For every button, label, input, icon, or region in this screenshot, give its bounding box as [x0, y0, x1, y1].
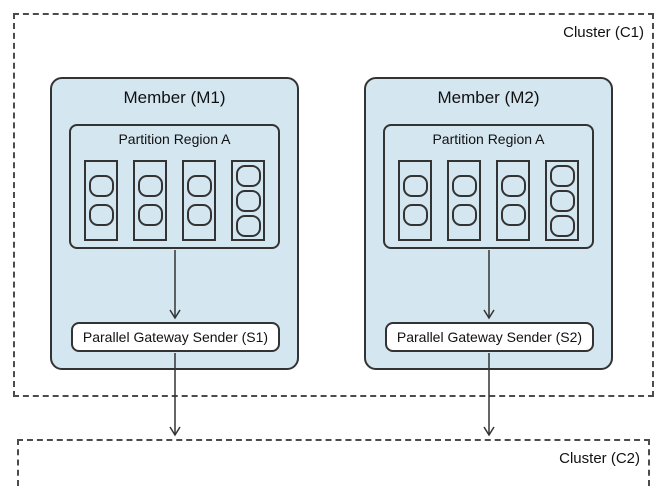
cluster-c1-box: Cluster (C1) Member (M1) Partition Regio…	[13, 13, 654, 397]
bucket-entry	[549, 214, 575, 237]
partition-region-a-m2-box: Partition Region A	[383, 124, 594, 249]
bucket	[398, 160, 432, 241]
bucket	[496, 160, 530, 241]
member-m1-box: Member (M1) Partition Region A Parallel …	[50, 77, 299, 370]
gateway-sender-s1-label: Parallel Gateway Sender (S1)	[82, 329, 269, 345]
partition-region-a-m1-box: Partition Region A	[69, 124, 280, 249]
bucket	[447, 160, 481, 241]
bucket-entry	[137, 204, 163, 226]
member-m2-box: Member (M2) Partition Region A Parallel …	[364, 77, 613, 370]
partition-region-a-m2-label: Partition Region A	[432, 131, 545, 147]
bucket-entry	[235, 189, 261, 212]
bucket-entry	[451, 204, 477, 226]
arrowhead-down-icon	[169, 426, 181, 437]
bucket-entry	[549, 189, 575, 212]
partition-region-a-m1-label: Partition Region A	[118, 131, 231, 147]
bucket-entry	[451, 175, 477, 197]
bucket-entry	[186, 204, 212, 226]
bucket	[84, 160, 118, 241]
arrowhead-down-icon	[483, 426, 495, 437]
bucket-entry	[88, 175, 114, 197]
bucket-entry	[500, 204, 526, 226]
member-m2-label: Member (M2)	[437, 88, 540, 107]
member-m1-label: Member (M1)	[123, 88, 226, 107]
gateway-sender-s2-label: Parallel Gateway Sender (S2)	[396, 329, 583, 345]
bucket-entry	[186, 175, 212, 197]
bucket-group-m2	[398, 160, 579, 241]
bucket	[545, 160, 579, 241]
gateway-sender-s2-box: Parallel Gateway Sender (S2)	[385, 322, 594, 352]
bucket-entry	[402, 175, 428, 197]
bucket-entry	[88, 204, 114, 226]
bucket-entry	[500, 175, 526, 197]
cluster-c2-box: Cluster (C2)	[17, 439, 650, 486]
cluster-c2-label: Cluster (C2)	[559, 450, 640, 467]
bucket-group-m1	[84, 160, 265, 241]
bucket-entry	[235, 164, 261, 187]
bucket	[133, 160, 167, 241]
cluster-c1-label: Cluster (C1)	[563, 24, 644, 41]
bucket-entry	[137, 175, 163, 197]
gateway-sender-s1-box: Parallel Gateway Sender (S1)	[71, 322, 280, 352]
bucket	[182, 160, 216, 241]
bucket-entry	[235, 214, 261, 237]
bucket-entry	[402, 204, 428, 226]
bucket-entry	[549, 164, 575, 187]
bucket	[231, 160, 265, 241]
